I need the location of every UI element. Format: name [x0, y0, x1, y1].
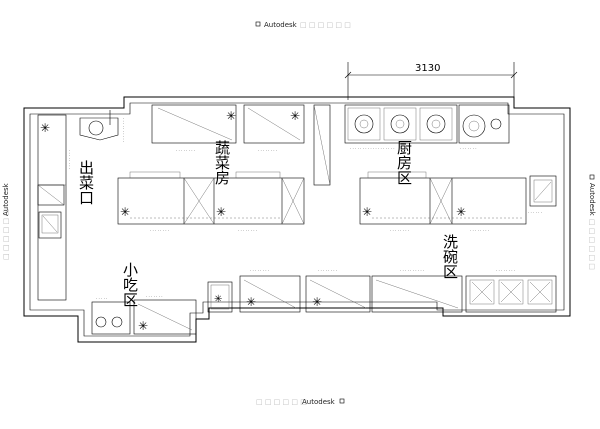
svg-text:□ □ □ □ □ □: □ □ □ □ □ □: [300, 21, 351, 29]
zone-serving-exit: 出菜口: [77, 160, 95, 205]
top-counter-labels: · · · · · · · · · · · · · · · ·: [176, 148, 277, 153]
bottom-counter-dish: · · · · · · · · · ·: [371, 268, 463, 313]
svg-text:· · · · · · · ·: · · · · · · · ·: [258, 148, 277, 153]
watermark-bottom: □ □ □ □ □ □ Autodesk: [256, 398, 345, 406]
right-sink: · · · · · ·: [528, 175, 557, 215]
center-island-kitchen: ✳ ✳ · · · · · · · · · · · · · · · ·: [359, 171, 527, 233]
stove-burners: · · · · · · · · · · · · · · · · · · · · …: [344, 104, 510, 151]
watermark-top: Autodesk □ □ □ □ □ □: [255, 21, 351, 29]
svg-text:· · · · · · · · · ·: · · · · · · · · · ·: [121, 118, 126, 142]
left-counter: ✳ · · · · · · · ·: [37, 114, 72, 301]
watermark-top-text: Autodesk: [264, 21, 298, 29]
svg-text:· · · · · · · ·: · · · · · · · ·: [470, 228, 489, 233]
svg-text:✳: ✳: [40, 121, 50, 135]
svg-text:✳: ✳: [120, 205, 130, 219]
zone-snack-area: 小吃区: [121, 262, 139, 307]
svg-text:✳: ✳: [362, 205, 372, 219]
svg-text:✳: ✳: [226, 109, 236, 123]
svg-text:· · · · · · · ·: · · · · · · · ·: [176, 148, 195, 153]
zone-dishwashing: 洗碗区: [441, 234, 459, 279]
serving-machine: · · · · · · · · · ·: [79, 110, 126, 142]
svg-text:· · · · · · · ·: · · · · · · · ·: [496, 268, 515, 273]
watermark-left: □ □ □ □ □ □ Autodesk: [2, 182, 10, 260]
zone-hot-kitchen: 厨房区: [395, 140, 413, 185]
walls: [23, 96, 571, 343]
tall-cabinet: [313, 104, 331, 186]
top-counter-1: ✳: [151, 104, 237, 144]
svg-text:· · · · · · · ·: · · · · · · · ·: [150, 228, 169, 233]
svg-text:· · · · · · · ·: · · · · · · · ·: [250, 268, 269, 273]
svg-text:✳: ✳: [456, 205, 466, 219]
zone-veg-room: 蔬菜房: [213, 140, 231, 185]
svg-text:✳: ✳: [216, 205, 226, 219]
svg-text:· · · · · · · · · ·: · · · · · · · · · ·: [400, 268, 424, 273]
svg-text:· · · · · · ·: · · · · · · ·: [460, 146, 477, 151]
svg-text:· · · · · · · ·: · · · · · · · ·: [390, 228, 409, 233]
dimension-text: 3130: [415, 63, 440, 74]
svg-text:· · · · ·: · · · · ·: [96, 296, 107, 301]
svg-text:· · · · · ·: · · · · · ·: [528, 210, 542, 215]
svg-text:· · · · · · · ·: · · · · · · · ·: [318, 268, 337, 273]
svg-text:· · · · · · ·: · · · · · · ·: [146, 294, 163, 299]
dimension-3130: 3130: [344, 62, 518, 100]
bottom-counter-1: ✳ · · · · · · · ·: [239, 268, 301, 313]
watermark-left-text: Autodesk: [2, 182, 10, 216]
bottom-counter-2: ✳ · · · · · · · ·: [305, 268, 371, 313]
watermark-right-text: Autodesk: [588, 183, 596, 217]
svg-text:✳: ✳: [214, 294, 222, 305]
bottom-small-sink: ✳: [207, 281, 233, 313]
dishwasher-sinks: · · · · · · · ·: [465, 268, 557, 313]
top-counter-2: ✳: [243, 104, 305, 144]
snack-sink: · · · · ·: [91, 296, 131, 335]
svg-text:· · · · · · · · · · · · · · ·: · · · · · · · · · · · · · · · · · ·: [350, 146, 395, 151]
center-island-veg: ✳ ✳ · · · · · · · · · · · · · · · ·: [117, 171, 305, 233]
snack-counter: ✳ · · · · · · ·: [133, 294, 197, 335]
watermark-right: Autodesk □ □ □ □ □ □: [588, 174, 596, 270]
svg-text:✳: ✳: [138, 319, 148, 333]
svg-text:✳: ✳: [312, 295, 322, 309]
svg-text:□ □ □ □ □ □: □ □ □ □ □ □: [588, 219, 596, 270]
svg-text:□ □ □ □ □ □: □ □ □ □ □ □: [256, 398, 307, 406]
svg-text:· · · · · · · ·: · · · · · · · ·: [238, 228, 257, 233]
watermark-bottom-text: Autodesk: [302, 398, 336, 406]
svg-text:· · · · · · · ·: · · · · · · · ·: [67, 150, 72, 169]
svg-text:✳: ✳: [290, 109, 300, 123]
svg-text:✳: ✳: [246, 295, 256, 309]
svg-text:□ □ □ □ □ □: □ □ □ □ □ □: [2, 209, 10, 260]
